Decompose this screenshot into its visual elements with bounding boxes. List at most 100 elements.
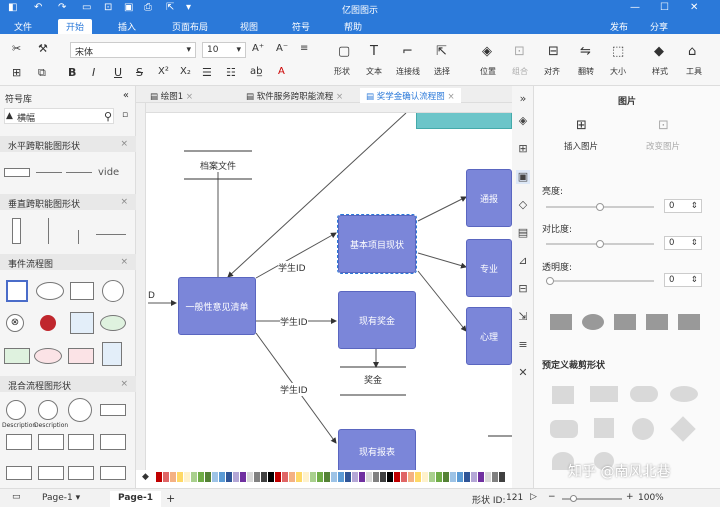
node-award[interactable]: 奖金 — [364, 373, 383, 386]
more-icon[interactable]: ▾ — [186, 2, 192, 13]
menu-layout[interactable]: 页面布局 — [172, 23, 209, 33]
page-icon[interactable]: ▤ — [517, 226, 529, 239]
drawing-canvas[interactable]: 档案文件 一般性意见清单 基本项目现状 现有奖金 奖金 通报 专业 心理 现有报… — [136, 103, 512, 470]
publish-button[interactable]: 发布 — [610, 23, 629, 33]
clip-shape-circle[interactable] — [632, 418, 654, 440]
menu-help[interactable]: 帮助 — [344, 23, 363, 33]
zoom-in-icon[interactable]: + — [626, 492, 634, 502]
paste-icon[interactable]: ⊞ — [12, 66, 22, 79]
select-tool-icon[interactable]: ⇱ — [436, 44, 447, 59]
menu-insert[interactable]: 插入 — [118, 23, 137, 33]
add-page-icon[interactable]: + — [166, 492, 176, 505]
color-swatch[interactable] — [289, 472, 295, 482]
rect-shape[interactable] — [6, 466, 32, 480]
clip-shape-callout[interactable] — [594, 418, 614, 438]
preset-image-4[interactable] — [646, 314, 668, 330]
color-swatch[interactable] — [401, 472, 407, 482]
color-swatch[interactable] — [212, 472, 218, 482]
page-selector[interactable]: Page-1 ▾ — [42, 493, 81, 503]
rect-shape[interactable] — [38, 466, 64, 480]
font-size-select[interactable]: 10▾ — [202, 42, 246, 58]
color-swatch[interactable] — [499, 472, 505, 482]
color-swatch[interactable] — [331, 472, 337, 482]
rect-shape[interactable] — [6, 434, 32, 450]
insert-image-icon[interactable]: ⊞ — [576, 118, 587, 133]
vertical-swimlane-shape[interactable] — [12, 218, 21, 244]
brightness-slider[interactable] — [546, 203, 654, 211]
options-icon[interactable]: ▫ — [122, 110, 129, 120]
color-swatch[interactable] — [436, 472, 442, 482]
color-swatch[interactable] — [471, 472, 477, 482]
color-swatch[interactable] — [485, 472, 491, 482]
node-current-award[interactable]: 现有奖金 — [338, 291, 416, 349]
menu-symbol[interactable]: 符号 — [292, 23, 311, 33]
clip-shape-oval[interactable] — [594, 452, 614, 470]
shortcut-icon[interactable]: ✕ — [518, 366, 528, 379]
color-swatch[interactable] — [359, 472, 365, 482]
flip-icon[interactable]: ⇋ — [580, 44, 591, 59]
clip-shape-arch[interactable] — [552, 452, 574, 470]
page-tab[interactable]: Page-1 — [110, 491, 161, 507]
export-icon[interactable]: ⇱ — [166, 2, 175, 13]
color-swatch[interactable] — [324, 472, 330, 482]
share-button[interactable]: 分享 — [650, 23, 669, 33]
color-palette[interactable] — [156, 472, 510, 482]
color-swatch[interactable] — [457, 472, 463, 482]
edge-label-student-id[interactable]: 学生ID — [280, 315, 308, 328]
menu-view[interactable]: 视图 — [240, 23, 259, 33]
grid-icon[interactable]: ⊞ — [518, 142, 528, 155]
new-icon[interactable]: ▭ — [82, 2, 92, 13]
color-swatch[interactable] — [219, 472, 225, 482]
brightness-input[interactable]: 0⇕ — [664, 199, 702, 213]
node-general-opinion[interactable]: 一般性意见清单 — [178, 277, 256, 335]
connector-tool-icon[interactable]: ⌐ — [402, 44, 413, 59]
clip-shape-rounded-rect[interactable] — [550, 420, 578, 438]
color-swatch[interactable] — [226, 472, 232, 482]
bold-icon[interactable]: B — [68, 66, 77, 79]
font-color-icon[interactable]: A — [278, 66, 285, 77]
color-swatch[interactable] — [205, 472, 211, 482]
pink-ellipse-shape[interactable] — [34, 348, 62, 364]
color-swatch[interactable] — [450, 472, 456, 482]
clip-shape-diamond[interactable] — [670, 416, 696, 442]
rect-shape[interactable] — [68, 434, 94, 450]
swimlane-line-shape[interactable] — [36, 172, 62, 173]
edge-label-student-id[interactable]: 学生ID — [280, 383, 308, 396]
print-icon[interactable]: ⎙ — [144, 2, 152, 13]
vertical-line-shape[interactable] — [78, 230, 79, 244]
tools-icon[interactable]: ⌂ — [688, 44, 697, 59]
circle-shape[interactable] — [102, 280, 124, 302]
clip-shape-rounded[interactable] — [630, 386, 658, 402]
superscript-icon[interactable]: X² — [158, 66, 169, 77]
text-color-icon[interactable]: ab̲ — [250, 66, 263, 77]
horizontal-line-shape[interactable] — [96, 234, 126, 235]
strikethrough-icon[interactable]: S — [136, 66, 143, 79]
expand-icon[interactable]: » — [519, 92, 527, 105]
color-swatch[interactable] — [310, 472, 316, 482]
size-icon[interactable]: ⬚ — [612, 44, 625, 59]
rect-shape[interactable] — [100, 434, 126, 450]
rect-shape[interactable] — [100, 404, 126, 416]
menu-file[interactable]: 文件 — [14, 23, 33, 33]
color-swatch[interactable] — [366, 472, 372, 482]
color-swatch[interactable] — [422, 472, 428, 482]
color-swatch[interactable] — [387, 472, 393, 482]
zoom-slider[interactable] — [562, 495, 622, 502]
italic-icon[interactable]: I — [92, 66, 96, 79]
style-icon[interactable]: ◆ — [654, 44, 664, 59]
section-vertical-swimlane[interactable]: 垂直跨职能图形状× — [0, 194, 136, 210]
minimize-button[interactable]: — — [630, 2, 640, 13]
color-swatch[interactable] — [408, 472, 414, 482]
rect-shape[interactable] — [68, 466, 94, 480]
position-icon[interactable]: ◈ — [482, 44, 492, 59]
layers-icon[interactable]: ◇ — [518, 198, 528, 211]
circle-desc-shape[interactable] — [6, 400, 26, 420]
ellipse-shape[interactable] — [36, 282, 64, 300]
color-swatch[interactable] — [478, 472, 484, 482]
subscript-icon[interactable]: X₂ — [180, 66, 191, 77]
contrast-slider[interactable] — [546, 240, 654, 248]
section-horizontal-swimlane[interactable]: 水平跨职能图形状× — [0, 136, 136, 152]
color-swatch[interactable] — [415, 472, 421, 482]
rect-shape[interactable] — [38, 434, 64, 450]
node-major[interactable]: 专业 — [466, 239, 512, 297]
